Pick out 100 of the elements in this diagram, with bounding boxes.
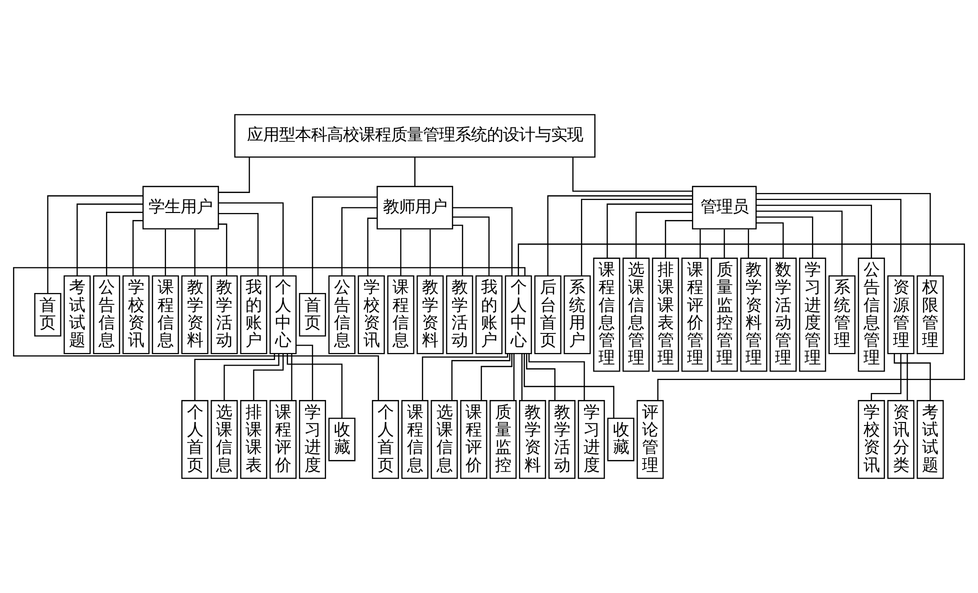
connector — [756, 198, 902, 276]
connector — [664, 220, 692, 258]
connector — [480, 354, 512, 400]
connector — [224, 354, 280, 400]
node-box: 学校资讯 — [122, 275, 150, 354]
node-box: 质量监控 — [490, 400, 517, 479]
node-box: 选课信息 — [210, 400, 238, 479]
node-box: 课程评价管理 — [681, 258, 708, 372]
connector — [367, 218, 377, 276]
node-box: 考试试题 — [916, 400, 944, 479]
node-box: 收藏 — [607, 418, 634, 462]
connector — [218, 224, 228, 276]
connector — [724, 229, 725, 258]
node-box: 个人中心 — [504, 275, 532, 354]
connector — [218, 212, 259, 276]
node-box: 课程评价 — [460, 400, 488, 479]
node-box: 选课信息管理 — [622, 258, 650, 372]
connector — [452, 216, 490, 276]
connector — [106, 212, 143, 276]
node-box: 质量监控管理 — [710, 258, 738, 372]
connector — [636, 212, 692, 258]
connector — [580, 198, 692, 276]
node-box: 教学活动 — [548, 400, 576, 479]
node-box: 排课课表 — [240, 400, 268, 479]
node-box: 权限管理 — [916, 275, 944, 354]
connector — [452, 207, 513, 276]
node-box: 课程信息管理 — [593, 258, 620, 372]
connector — [521, 354, 523, 400]
connector — [194, 354, 276, 400]
connector — [414, 157, 416, 186]
node-box: 教学活动 — [210, 275, 238, 354]
connector — [341, 207, 378, 276]
node-box: 教学资料 — [519, 400, 546, 479]
connector — [76, 204, 143, 276]
connector — [894, 354, 931, 400]
connector — [756, 222, 784, 258]
node-box: 教师用户 — [376, 186, 454, 230]
connector — [518, 244, 965, 400]
connector — [218, 202, 284, 276]
connector — [526, 354, 556, 400]
connector — [13, 267, 526, 401]
connector — [430, 229, 431, 276]
connector — [756, 216, 814, 258]
node-box: 学生用户 — [142, 186, 219, 230]
connector — [528, 354, 585, 400]
node-box: 课程评价 — [270, 400, 297, 479]
node-box: 首页 — [34, 292, 62, 336]
node-box: 我的账户 — [240, 275, 268, 354]
node-box: 教学资料管理 — [740, 258, 768, 372]
node-box: 考试试题 — [64, 275, 91, 354]
node-box: 学习进度 — [298, 400, 326, 479]
node-box: 资源管理 — [887, 275, 914, 354]
node-box: 个人首页 — [181, 400, 208, 479]
connector — [906, 354, 908, 400]
connector — [452, 224, 464, 276]
node-box: 资讯分类 — [887, 400, 914, 479]
connector — [253, 354, 284, 400]
node-box: 首页 — [298, 292, 326, 336]
connector — [218, 157, 250, 193]
node-box: 个人中心 — [270, 275, 297, 354]
connector — [47, 195, 143, 294]
node-box: 学习进度管理 — [799, 258, 826, 372]
connector — [748, 229, 750, 258]
node-box: 课程信息 — [152, 275, 179, 354]
node-box: 后台首页 — [534, 275, 562, 354]
connector — [164, 229, 166, 276]
connector — [756, 192, 931, 276]
node-box: 系统用户 — [564, 275, 591, 354]
node-box: 数学活动管理 — [770, 258, 797, 372]
node-box: 教学活动 — [446, 275, 474, 354]
node-box: 公告信息 — [93, 275, 120, 354]
connector — [524, 354, 614, 418]
connector — [194, 229, 196, 276]
connector — [296, 344, 314, 401]
connector — [286, 354, 342, 418]
connector — [756, 210, 843, 276]
node-box: 系统管理 — [828, 275, 856, 354]
connector — [513, 354, 515, 400]
connector — [422, 354, 508, 400]
connector — [132, 220, 143, 276]
connector — [756, 204, 872, 258]
connector — [291, 354, 292, 400]
node-box: 我的账户 — [475, 275, 503, 354]
node-box: 公告信息管理 — [858, 258, 885, 372]
connector — [606, 204, 692, 258]
node-box: 收藏 — [328, 418, 356, 462]
connector — [700, 229, 701, 258]
node-box: 课程信息 — [401, 400, 428, 479]
connector — [572, 157, 692, 192]
node-box: 排课课表管理 — [652, 258, 680, 372]
node-box: 学校资讯 — [858, 400, 885, 479]
node-box: 公告信息 — [328, 275, 356, 354]
node-box: 学习进度 — [578, 400, 605, 479]
node-box: 学校资讯 — [358, 275, 385, 354]
node-box: 教学资料 — [416, 275, 444, 354]
node-box: 选课信息 — [430, 400, 458, 479]
node-box: 评论管理 — [636, 400, 664, 479]
node-box: 个人首页 — [372, 400, 399, 479]
connector — [400, 229, 402, 276]
node-box: 应用型本科高校课程质量管理系统的设计与实现 — [234, 114, 596, 158]
